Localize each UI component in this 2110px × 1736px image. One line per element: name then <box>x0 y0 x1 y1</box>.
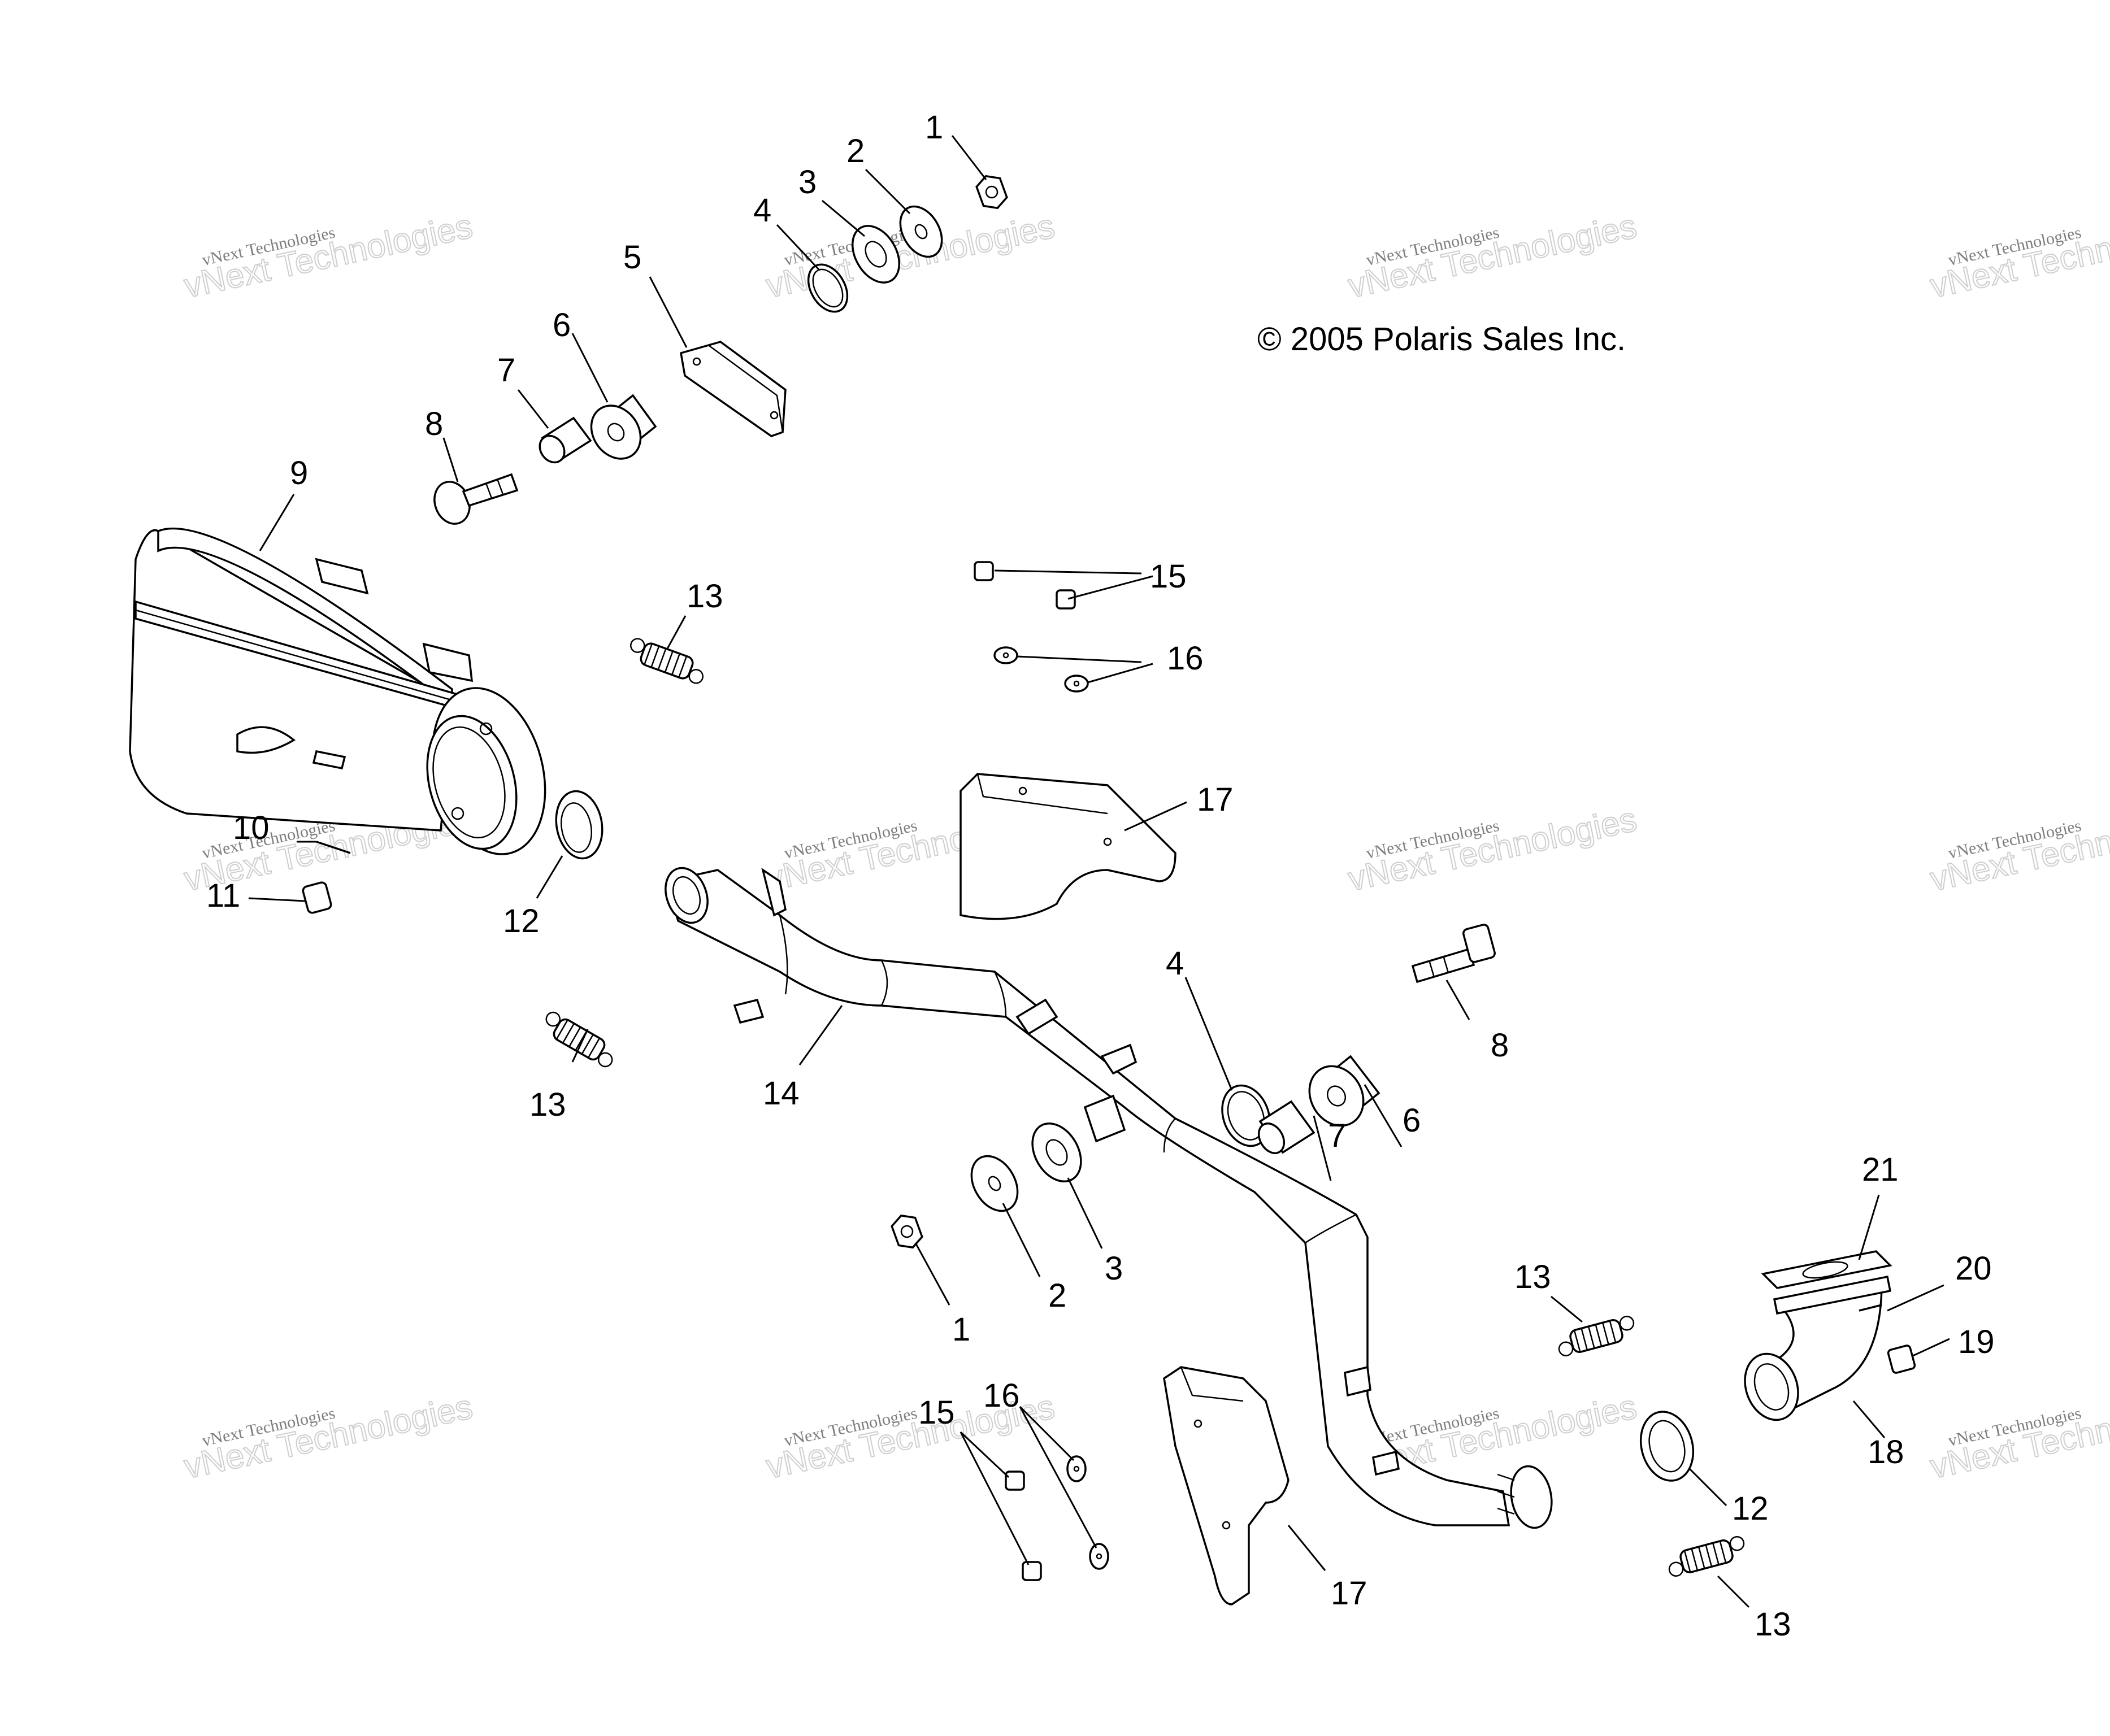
gasket-part-12-left <box>555 790 604 860</box>
watermark: vNext Technologies vNext Technologies <box>1344 799 1640 898</box>
callout-12: 12 <box>503 903 540 939</box>
callout-6: 6 <box>553 307 571 343</box>
callout-10: 10 <box>233 810 270 846</box>
callout-19: 19 <box>1958 1324 1995 1360</box>
grommet-part-6-right <box>1308 1055 1380 1127</box>
callout-11: 11 <box>206 877 240 914</box>
callout-8: 8 <box>425 406 443 442</box>
spring-part-13-a <box>629 638 704 684</box>
nut-part-1-top <box>975 175 1008 210</box>
callout-15: 15 <box>1150 558 1187 595</box>
gasket-part-12-right <box>1639 1411 1695 1482</box>
nut-part-1-bottom <box>891 1214 923 1249</box>
watermark: vNext Technologies vNext Technologies <box>1926 206 2110 305</box>
bolt-part-8-top <box>433 473 519 525</box>
washer-part-3-top <box>852 225 900 284</box>
leader-lines <box>248 135 1950 1608</box>
callout-3: 3 <box>1105 1250 1123 1287</box>
watermark: vNext Technologies vNext Technologies <box>180 206 476 305</box>
callout-7: 7 <box>1328 1117 1346 1154</box>
callout-6: 6 <box>1403 1102 1421 1139</box>
bracket-part-5 <box>680 341 787 437</box>
stud-part-20 <box>1859 1304 1882 1312</box>
parts <box>129 175 1916 1606</box>
callout-21: 21 <box>1862 1151 1899 1188</box>
screw-part-15-top <box>974 561 1076 610</box>
flange-gasket-part-21 <box>1761 1250 1892 1289</box>
grommet-part-6-top <box>590 394 657 460</box>
watermark: vNext Technologies vNext Technologies <box>1926 1387 2110 1486</box>
ring-part-4-right <box>1221 1084 1271 1147</box>
callout-16: 16 <box>983 1377 1020 1414</box>
watermark: vNext Technologies vNext Technologies <box>180 1387 476 1486</box>
callout-13: 13 <box>1514 1259 1551 1295</box>
heat-shield-part-17-bottom <box>1163 1366 1290 1606</box>
spring-part-13-b <box>545 1011 613 1068</box>
elbow-pipe-part-18 <box>1744 1275 1892 1421</box>
callout-17: 17 <box>1197 781 1234 818</box>
nut-part-11 <box>302 881 332 914</box>
callout-13: 13 <box>529 1086 566 1123</box>
callout-18: 18 <box>1868 1434 1904 1470</box>
watermark: vNext Technologies vNext Technologies <box>1344 206 1640 305</box>
callout-8: 8 <box>1491 1027 1509 1064</box>
bolt-part-10 <box>316 841 351 854</box>
callout-4: 4 <box>753 192 771 229</box>
callouts: 1 2 3 4 5 6 7 8 9 13 15 16 17 10 11 12 1… <box>206 109 1995 1643</box>
callout-4: 4 <box>1166 945 1184 982</box>
spring-part-13-c <box>1558 1316 1635 1356</box>
callout-3: 3 <box>798 164 817 201</box>
callout-2: 2 <box>846 133 865 169</box>
washer-part-2-top <box>899 205 943 258</box>
callout-2: 2 <box>1048 1277 1066 1314</box>
sleeve-part-7-right <box>1257 1100 1316 1154</box>
callout-15: 15 <box>918 1394 955 1431</box>
callout-9: 9 <box>290 455 308 491</box>
callout-14: 14 <box>763 1075 800 1112</box>
bolt-part-8-right <box>1411 924 1496 984</box>
callout-7: 7 <box>497 352 515 389</box>
callout-13: 13 <box>687 578 723 615</box>
callout-17: 17 <box>1331 1575 1367 1612</box>
spring-part-13-d <box>1668 1536 1745 1577</box>
callout-13: 13 <box>1755 1606 1791 1643</box>
sleeve-part-7-top <box>539 416 592 464</box>
callout-5: 5 <box>623 239 641 276</box>
washer-part-16-bottom <box>1066 1455 1109 1570</box>
screw-part-15-bottom <box>1005 1470 1042 1581</box>
muffler-part-9 <box>129 527 546 855</box>
callout-1: 1 <box>952 1311 970 1348</box>
copyright-notice: © 2005 Polaris Sales Inc. <box>1257 321 1626 358</box>
washer-part-2-bottom <box>970 1155 1019 1212</box>
washer-part-3-bottom <box>1031 1122 1082 1183</box>
callout-1: 1 <box>925 109 943 146</box>
washer-part-16-top <box>993 646 1089 693</box>
callout-16: 16 <box>1167 640 1204 677</box>
nut-part-19 <box>1887 1345 1916 1374</box>
callout-20: 20 <box>1955 1250 1992 1287</box>
watermark: vNext Technologies vNext Technologies <box>1926 799 2110 898</box>
head-pipe-part-14 <box>665 867 1553 1529</box>
heat-shield-part-17-top <box>960 773 1176 920</box>
callout-12: 12 <box>1732 1490 1769 1527</box>
